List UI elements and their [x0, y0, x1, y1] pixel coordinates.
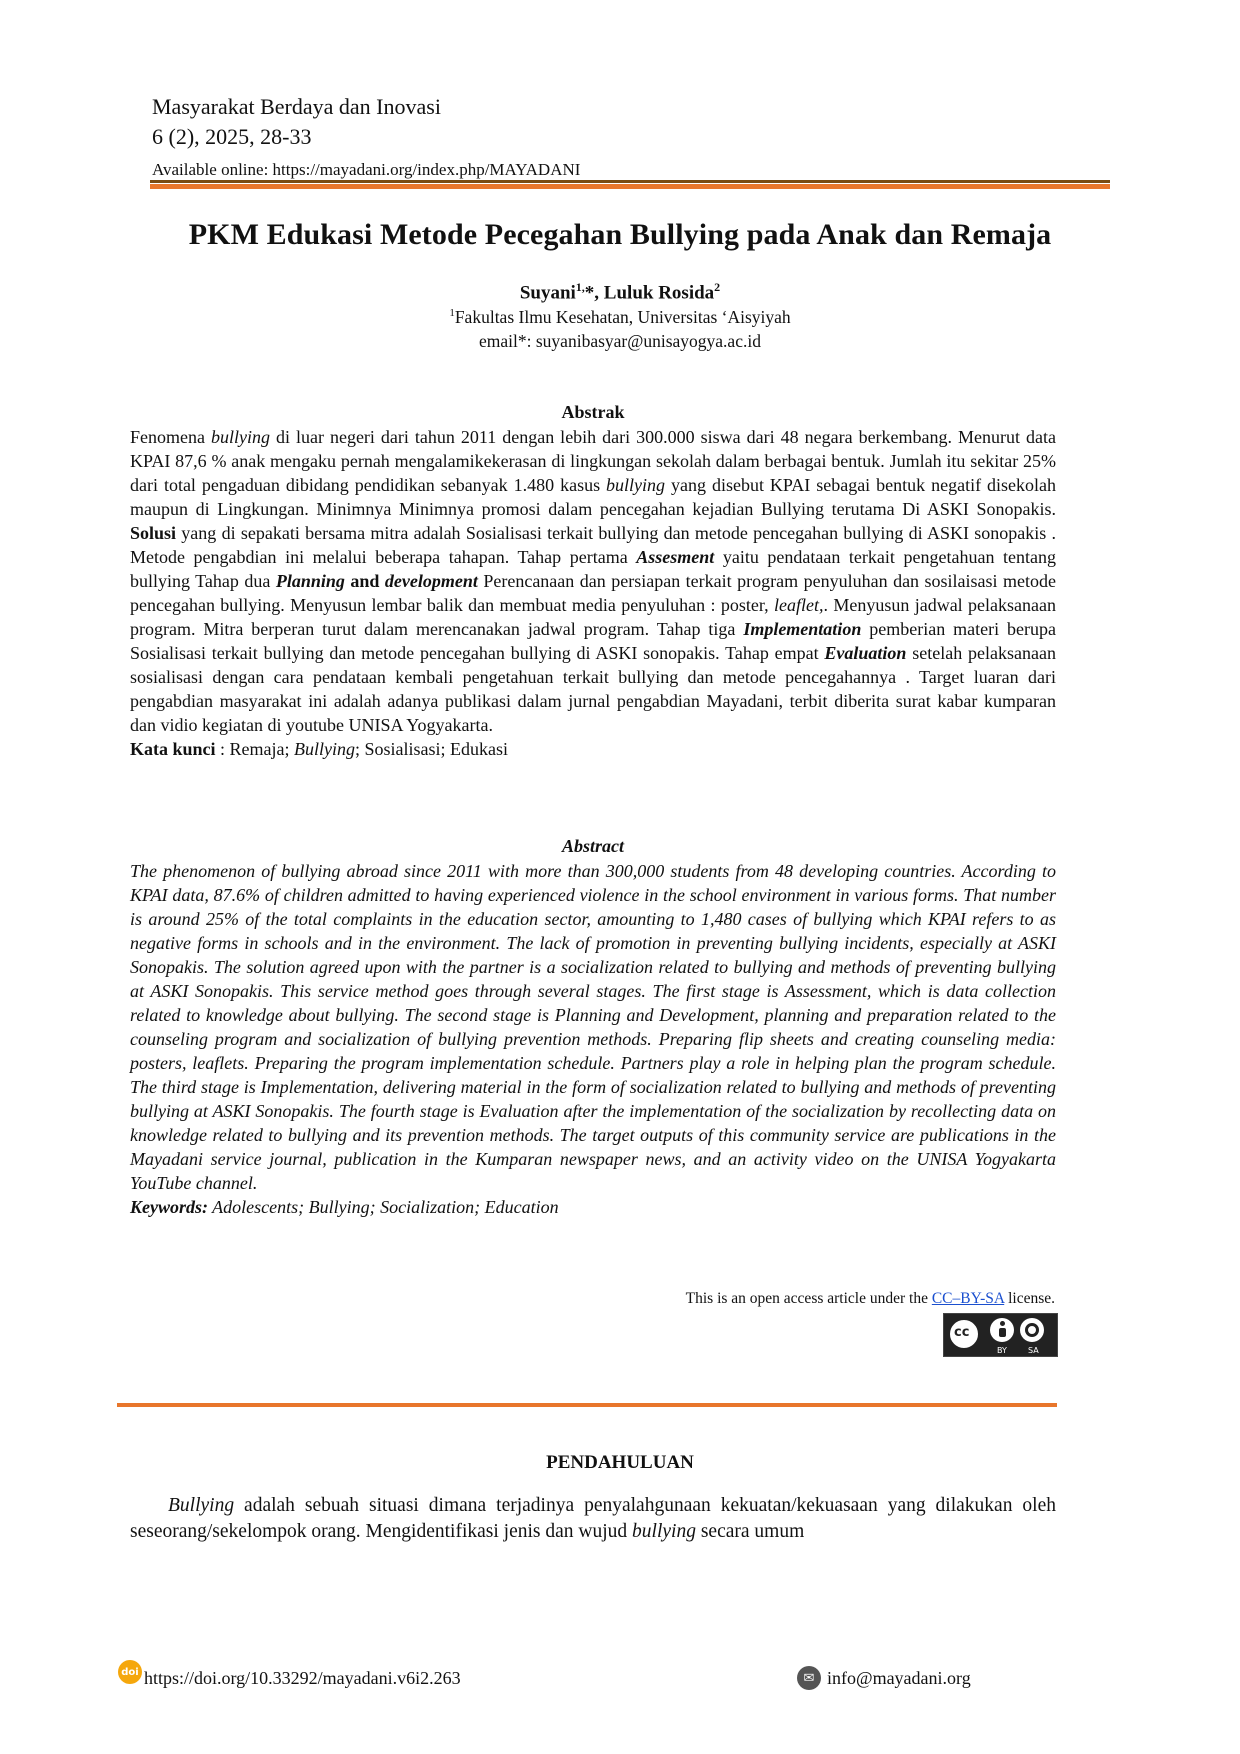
- text-run-bold-italic: Assesment: [636, 547, 715, 567]
- author-superscript: 2: [714, 280, 721, 294]
- header-rule-accent: [150, 184, 1110, 189]
- text-run: yaitu pendataan terkait pengetahuan tent…: [130, 547, 1056, 591]
- license-suffix: license.: [1004, 1290, 1055, 1307]
- text-run-bold-italic: Planning: [275, 571, 345, 591]
- abstrak-section: Abstrak Fenomena bullying di luar negeri…: [130, 400, 1056, 761]
- author-name: Luluk Rosida: [603, 282, 715, 304]
- text-run-italic: Bullying: [168, 1495, 235, 1516]
- mail-icon: ✉: [797, 1666, 821, 1690]
- text-run-bold-italic: development: [384, 571, 478, 591]
- affiliation-text: Fakultas Ilmu Kesehatan, Universitas ‘Ai…: [454, 307, 791, 327]
- text-run-italic: bullying: [606, 475, 666, 495]
- text-run-bold: and: [344, 571, 385, 591]
- abstract-section: Abstract The phenomenon of bullying abro…: [130, 834, 1056, 1219]
- text-run-italic: bullying: [210, 427, 270, 447]
- text-run-bold-italic: Implementation: [743, 619, 862, 639]
- author-name: Suyani: [519, 282, 576, 304]
- journal-header: Masyarakat Berdaya dan Inovasi 6 (2), 20…: [152, 92, 1092, 181]
- text-run-italic: leaflet,: [774, 595, 824, 615]
- affiliation: 1Fakultas Ilmu Kesehatan, Universitas ‘A…: [100, 307, 1140, 328]
- keywords-text: Adolescents; Bullying; Socialization; Ed…: [208, 1197, 559, 1217]
- text-run: Fenomena: [130, 427, 211, 447]
- text-run: Perencanaan dan persiapan terkait progra…: [130, 571, 1057, 615]
- paper-title: PKM Edukasi Metode Pecegahan Bullying pa…: [188, 218, 1052, 251]
- text-run: yang di sepakati bersama mitra adalah So…: [130, 523, 1056, 567]
- attribution-person-icon: [990, 1318, 1014, 1342]
- badge-by-label: BY: [997, 1346, 1007, 1355]
- abstrak-heading: Abstrak: [561, 402, 625, 422]
- doi-link[interactable]: https://doi.org/10.33292/mayadani.v6i2.2…: [144, 1667, 461, 1688]
- footer-doi[interactable]: doi https://doi.org/10.33292/mayadani.v6…: [118, 1660, 461, 1690]
- corresponding-email: email*: suyanibasyar@unisayogya.ac.id: [479, 331, 761, 351]
- header-rule: [150, 180, 1110, 183]
- license-link[interactable]: CC–BY-SA: [931, 1290, 1005, 1307]
- author-line: Suyani1,*, Luluk Rosida2: [100, 280, 1140, 304]
- affiliation-superscript: 1: [449, 307, 455, 320]
- text-run: : Remaja;: [215, 739, 295, 759]
- body-paragraph: Bullying adalah sebuah situasi dimana te…: [130, 1493, 1056, 1545]
- section-divider: [117, 1403, 1057, 1407]
- cc-by-sa-badge-icon[interactable]: cc BY SA: [943, 1313, 1058, 1357]
- contact-email[interactable]: info@mayadani.org: [827, 1667, 971, 1688]
- text-run: di luar negeri dari tahun 2011 dengan le…: [130, 427, 1056, 495]
- journal-name: Masyarakat Berdaya dan Inovasi: [152, 94, 441, 119]
- license-prefix: This is an open access article under the: [685, 1290, 932, 1307]
- text-run: . Menyusun jadwal pelaksanaan program. M…: [130, 595, 1056, 639]
- cc-logo-text: cc: [954, 1325, 970, 1340]
- badge-sa-label: SA: [1028, 1346, 1039, 1355]
- keywords-label: Keywords:: [130, 1197, 208, 1217]
- abstract-heading: Abstract: [561, 836, 624, 856]
- share-alike-icon: [1020, 1318, 1044, 1342]
- cc-logo-icon: cc: [948, 1318, 980, 1350]
- abstract-body: The phenomenon of bullying abroad since …: [130, 861, 1056, 1193]
- text-run: secara umum: [695, 1521, 805, 1542]
- keywords-label: Kata kunci: [130, 739, 216, 759]
- text-run-bold: Solusi: [130, 523, 177, 543]
- text-run: ; Sosialisasi; Edukasi: [355, 739, 509, 759]
- author-separator: *,: [584, 282, 604, 304]
- available-online[interactable]: Available online: https://mayadani.org/i…: [152, 160, 581, 179]
- journal-issue: 6 (2), 2025, 28-33: [152, 124, 312, 149]
- text-run-italic: bullying: [632, 1521, 696, 1542]
- abstrak-body: Fenomena bullying di luar negeri dari ta…: [130, 425, 1056, 737]
- section-heading: PENDAHULUAN: [546, 1452, 694, 1473]
- text-run: adalah sebuah situasi dimana terjadinya …: [130, 1495, 1056, 1542]
- text-run: setelah pelaksanaan sosialisasi dengan c…: [130, 643, 1056, 735]
- text-run-italic: Bullying: [294, 739, 356, 759]
- license-statement: This is an open access article under the…: [600, 1290, 1055, 1308]
- text-run: pemberian materi berupa Sosialisasi terk…: [130, 619, 1056, 663]
- text-run: yang disebut KPAI sebagai bentuk negatif…: [130, 475, 1057, 519]
- kata-kunci: Kata kunci : Remaja; Bullying; Sosialisa…: [130, 737, 1056, 761]
- doi-icon: doi: [118, 1660, 142, 1684]
- footer-email[interactable]: ✉ info@mayadani.org: [797, 1666, 971, 1690]
- author-superscript: 1,: [575, 280, 585, 294]
- text-run-bold-italic: Evaluation: [824, 643, 907, 663]
- keywords: Keywords: Adolescents; Bullying; Sociali…: [130, 1195, 1056, 1219]
